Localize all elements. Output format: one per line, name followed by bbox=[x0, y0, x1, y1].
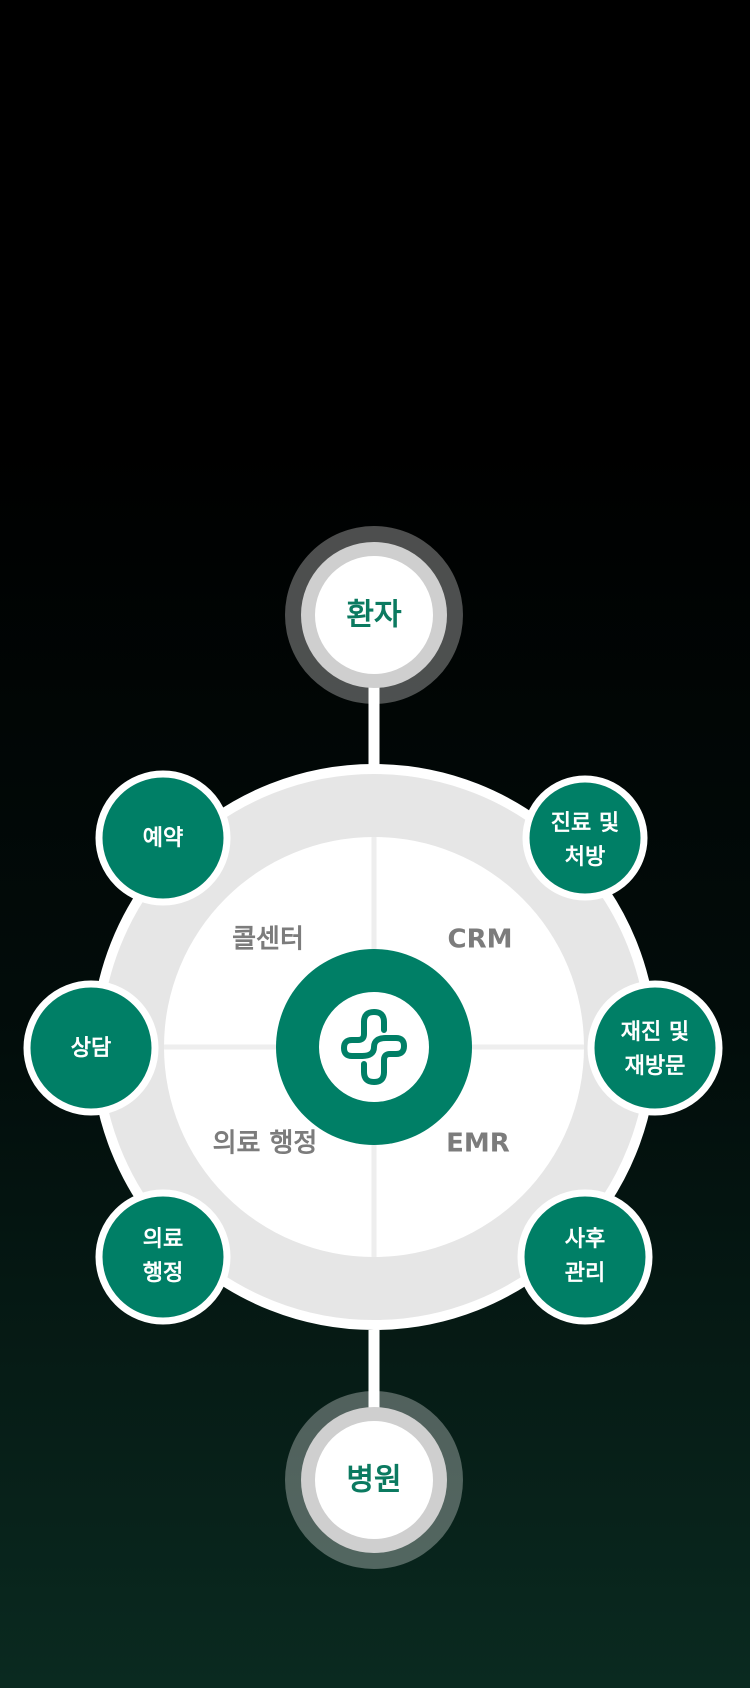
hospital-core bbox=[315, 1421, 433, 1539]
medical-cross-logo-icon bbox=[341, 1009, 407, 1085]
node-aftercare[interactable]: 사후 관리 bbox=[517, 1189, 653, 1325]
node-revisit[interactable]: 재진 및 재방문 bbox=[587, 980, 723, 1116]
node-treatment-prescription[interactable]: 진료 및 처방 bbox=[522, 775, 648, 901]
node-aftercare-label-line-1: 사후 bbox=[565, 1227, 605, 1252]
quadrant-label-emr: EMR bbox=[446, 1129, 510, 1159]
node-reservation-label: 예약 bbox=[143, 826, 183, 851]
node-medical-admin[interactable]: 의료 행정 bbox=[95, 1189, 231, 1325]
node-consultation[interactable]: 상담 bbox=[23, 980, 159, 1116]
quadrant-label-medical-admin: 의료 행정 bbox=[213, 1129, 318, 1159]
node-reservation-disc bbox=[95, 770, 231, 906]
node-reservation[interactable]: 예약 bbox=[95, 770, 231, 906]
node-aftercare-label-line-2: 관리 bbox=[565, 1261, 605, 1286]
node-consultation-label: 상담 bbox=[71, 1036, 111, 1061]
quadrant-label-crm: CRM bbox=[448, 925, 513, 955]
node-revisit-label-line-2: 재방문 bbox=[625, 1054, 686, 1079]
node-treatment-prescription-label-line-2: 처방 bbox=[565, 845, 605, 870]
node-medical-admin-label-line-1: 의료 bbox=[143, 1227, 183, 1252]
node-medical-admin-label-line-2: 행정 bbox=[143, 1261, 183, 1286]
hospital-node[interactable]: 병원 bbox=[285, 1391, 463, 1569]
node-revisit-label-line-1: 재진 및 bbox=[621, 1020, 689, 1045]
node-treatment-prescription-disc bbox=[522, 775, 648, 901]
patient-node[interactable]: 환자 bbox=[285, 526, 463, 704]
patient-label: 환자 bbox=[346, 598, 402, 633]
node-aftercare-disc bbox=[517, 1189, 653, 1325]
node-medical-admin-disc bbox=[95, 1189, 231, 1325]
node-revisit-disc bbox=[587, 980, 723, 1116]
node-consultation-disc bbox=[23, 980, 159, 1116]
node-treatment-prescription-label-line-1: 진료 및 bbox=[551, 811, 619, 836]
quadrant-label-call-center: 콜센터 bbox=[232, 925, 304, 955]
patient-core bbox=[315, 556, 433, 674]
hospital-label: 병원 bbox=[346, 1463, 401, 1498]
